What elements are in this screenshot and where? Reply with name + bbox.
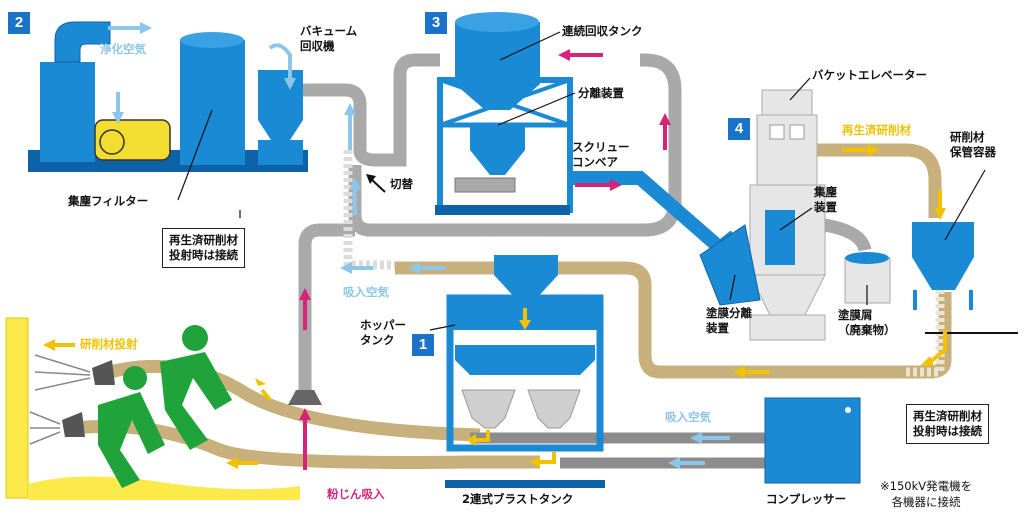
filter-left-column [40,62,95,162]
blast-tank-left [461,389,516,429]
badge-unit-4: 4 [728,118,750,140]
cyclone-cone [258,120,303,140]
separator-hopper [470,125,525,175]
motor-wheel [99,129,125,155]
callout-connect-right: 再生済研削材 投射時は接続 [906,404,989,444]
worker-1 [160,325,232,450]
label-dust-suction: 粉じん吸入 [327,487,385,501]
label-bucket-elevator: バケットエレベーター [812,68,927,82]
blast-tank-frame [446,294,604,452]
label-separator: 分離装置 [578,86,624,100]
label-suction-air-low: 吸入空気 [665,410,711,424]
work-surface-wall [5,317,29,499]
label-compressor: コンプレッサー [766,492,847,506]
compressor-box [764,397,861,484]
storage-hopper [912,222,974,257]
hose-recycled-top [810,143,942,218]
duct-return-loop [348,53,682,237]
cyclone-bin [258,140,303,165]
tank3-base [435,205,570,215]
suction-nozzle [288,390,322,405]
label-vacuum-unit: バキューム 回収機 [300,24,358,53]
spent-media-floor [28,476,300,500]
duct-suction-line [298,223,355,390]
badge-unit-2: 2 [8,12,30,34]
label-switch: 切替 [390,177,413,191]
label-media-storage: 研削材 保管容器 [950,130,996,159]
footnote: ※150kV発電機を 各機器に接続 [880,479,973,509]
worker-2 [98,366,165,488]
cyclone-body [258,70,303,120]
hose-blast-upper [108,359,481,442]
label-media-blasting: 研削材投射 [80,337,138,351]
label-recycled-media-top: 再生済研削材 [842,123,911,137]
label-coating-separator: 塗膜分離 装置 [706,306,752,335]
screw-conveyor-duct [570,171,740,258]
duct-vacuum-to-tank [300,53,440,167]
hopper-funnel [494,255,558,300]
label-suction-air-mid: 吸入空気 [343,285,389,299]
callout-connect-left: 再生済研削材 投射時は接続 [162,228,245,268]
tank3-cylinder [455,22,540,84]
label-continuous-tank: 連続回収タンク [562,24,643,38]
screw-conveyor-pipe [454,177,516,193]
nozzle-lower [62,412,85,437]
badge-unit-3: 3 [425,12,447,34]
label-screw-conveyor: スクリュー コンベア [572,140,630,169]
label-twin-blast-tank: 2連式ブラストタンク [462,492,574,506]
filter-inlet-pipe [54,21,111,63]
filter-main-top [180,32,244,48]
label-clean-air: 浄化空気 [100,42,146,56]
badge-unit-1: 1 [412,334,434,356]
label-coating-waste: 塗膜屑 （廃棄物） [838,308,896,337]
bucket-elevator-top [761,89,813,116]
label-dust-collector: 集塵 装置 [814,185,837,214]
nozzle-upper [92,360,115,385]
recycle-dashed-path [905,290,945,377]
coating-separator [699,224,761,306]
label-hopper-tank: ホッパー タンク [360,318,406,347]
blast-tank-right [527,389,581,429]
filter-main-cylinder [180,40,245,165]
label-dust-filter: 集塵フィルター [68,194,149,208]
bucket-elevator-body [756,114,818,186]
